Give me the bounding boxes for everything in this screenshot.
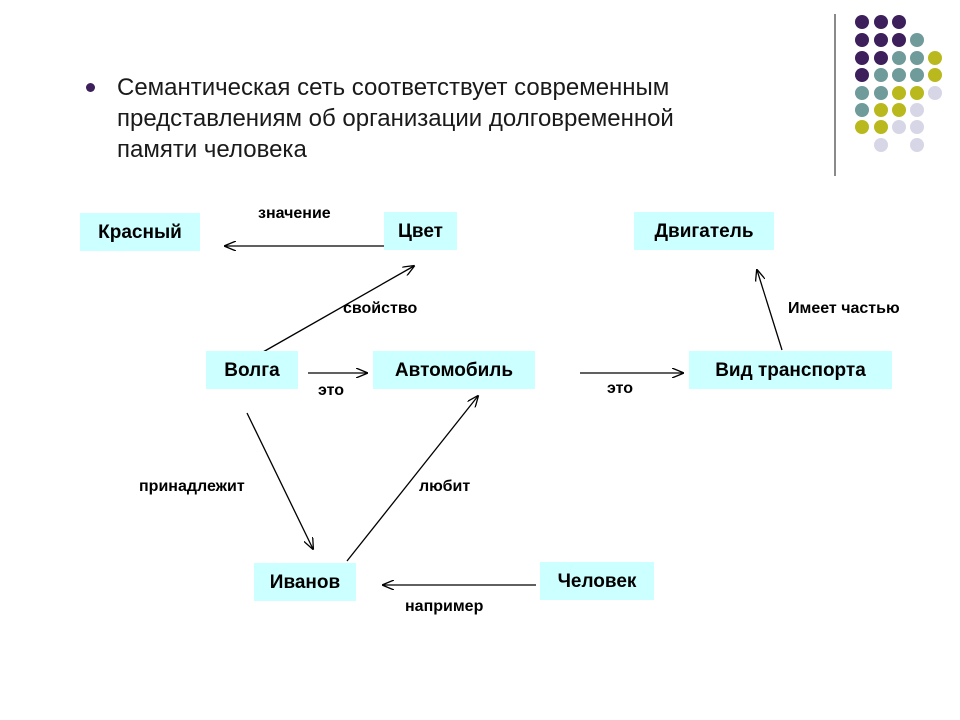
bullet-text: Семантическая сеть соответствует совреме… — [117, 72, 797, 165]
label-volga-eto: это — [318, 382, 345, 399]
decor-dot — [892, 68, 906, 82]
label-znachenie: значение — [258, 205, 331, 222]
decor-dot — [910, 33, 924, 47]
decor-dot — [874, 86, 888, 100]
decor-dot — [874, 68, 888, 82]
node-krasny: Красный — [80, 213, 200, 251]
node-tsvet: Цвет — [384, 212, 457, 250]
edge-lyubit — [346, 396, 478, 562]
label-naprimer: например — [405, 598, 484, 615]
decor-dot — [928, 51, 942, 65]
decor-dot — [892, 103, 906, 117]
bullet-line-3: памяти человека — [117, 136, 307, 163]
decor-dot — [910, 51, 924, 65]
decor-dot — [855, 68, 869, 82]
decor-dot — [855, 120, 869, 134]
decor-dot — [855, 33, 869, 47]
vertical-divider — [834, 14, 836, 176]
node-vid-transporta: Вид транспорта — [689, 351, 892, 389]
node-ivanov: Иванов — [254, 563, 356, 601]
decor-dot — [874, 120, 888, 134]
node-avtomobil: Автомобиль — [373, 351, 535, 389]
label-imeet-chastyu: Имеет частью — [788, 300, 900, 317]
decor-dot — [874, 51, 888, 65]
decorative-dot-grid — [855, 15, 942, 152]
label-svoystvo: свойство — [343, 300, 418, 317]
label-avto-eto: это — [607, 380, 634, 397]
node-dvigatel: Двигатель — [634, 212, 774, 250]
decor-dot — [910, 103, 924, 117]
decor-dot — [892, 120, 906, 134]
decor-dot — [874, 138, 888, 152]
decor-dot — [855, 51, 869, 65]
edge-imeet — [757, 270, 783, 351]
decor-dot — [892, 15, 906, 29]
decor-dot — [892, 51, 906, 65]
node-volga: Волга — [206, 351, 298, 389]
label-prinadlezhit: принадлежит — [139, 478, 245, 495]
bullet-line-1: Семантическая сеть соответствует совреме… — [117, 74, 670, 101]
decor-dot — [874, 15, 888, 29]
bullet-icon — [86, 83, 95, 92]
edge-prinadlezhit — [246, 412, 313, 549]
decor-dot — [928, 68, 942, 82]
decor-dot — [910, 68, 924, 82]
decor-dot — [874, 103, 888, 117]
bullet-line-2: представлениям об организации долговреме… — [117, 105, 674, 132]
decor-dot — [910, 86, 924, 100]
decor-dot — [910, 120, 924, 134]
node-chelovek: Человек — [540, 562, 654, 600]
label-lyubit: любит — [419, 478, 471, 495]
decor-dot — [910, 138, 924, 152]
decor-dot — [874, 33, 888, 47]
decor-dot — [928, 86, 942, 100]
decor-dot — [855, 86, 869, 100]
decor-dot — [855, 103, 869, 117]
edge-svoystvo — [262, 266, 414, 353]
decor-dot — [892, 33, 906, 47]
decor-dot — [892, 86, 906, 100]
decor-dot — [855, 15, 869, 29]
